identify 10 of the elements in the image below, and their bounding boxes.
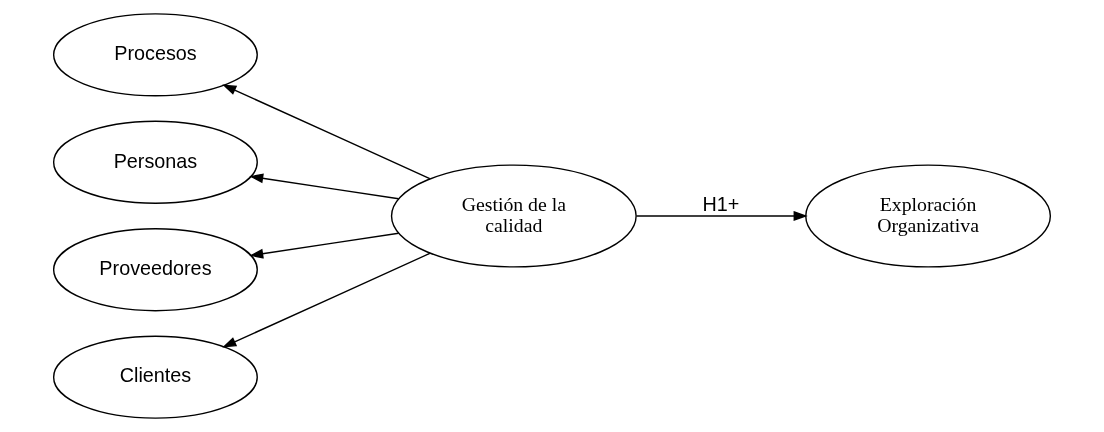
node-ellipse: Personas — [52, 120, 258, 204]
arrow — [635, 211, 808, 221]
node-ellipse: Gestión de la calidad — [390, 164, 637, 268]
arrow — [249, 232, 400, 259]
arrow — [222, 84, 431, 180]
node-ellipse: Exploración Organizativa — [805, 164, 1052, 268]
edge-label: H1+ — [702, 192, 740, 215]
arrow — [249, 173, 400, 200]
arrow — [222, 252, 431, 348]
node-ellipse: Proveedores — [52, 228, 258, 312]
